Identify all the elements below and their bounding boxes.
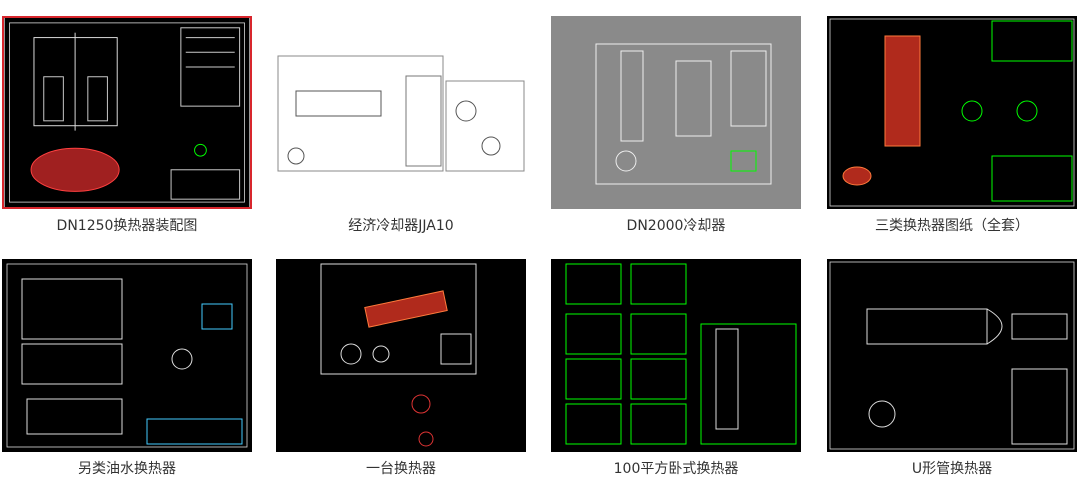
drawing-title[interactable]: 经济冷却器JJA10 bbox=[348, 218, 454, 234]
drawing-title[interactable]: U形管换热器 bbox=[911, 461, 993, 477]
drawing-thumbnail[interactable] bbox=[827, 16, 1077, 209]
drawing-title[interactable]: 一台换热器 bbox=[366, 461, 436, 477]
drawing-title[interactable]: DN2000冷却器 bbox=[626, 218, 726, 234]
drawing-thumbnail[interactable] bbox=[551, 259, 801, 452]
drawing-thumbnail[interactable] bbox=[2, 259, 252, 452]
drawing-thumbnail[interactable] bbox=[2, 16, 252, 209]
drawing-thumbnail[interactable] bbox=[551, 16, 801, 209]
drawing-thumbnail[interactable] bbox=[276, 259, 526, 452]
drawing-thumbnail[interactable] bbox=[276, 16, 526, 209]
drawing-thumbnail[interactable] bbox=[827, 259, 1077, 452]
drawing-title[interactable]: 100平方卧式换热器 bbox=[613, 461, 739, 477]
drawing-title[interactable]: 三类换热器图纸（全套） bbox=[875, 218, 1029, 234]
drawing-title[interactable]: DN1250换热器装配图 bbox=[56, 218, 198, 234]
drawing-title[interactable]: 另类油水换热器 bbox=[78, 461, 176, 477]
